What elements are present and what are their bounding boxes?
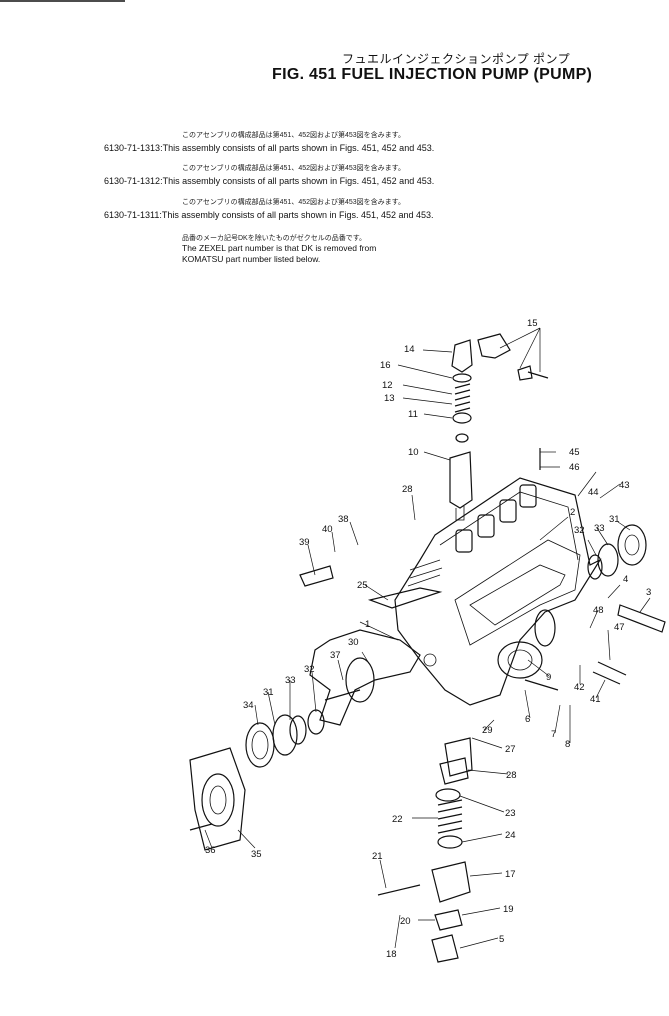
control-rack: [367, 559, 443, 609]
callout-25: 25: [357, 580, 368, 591]
zexel-note-jp: 品番のメーカ記号DKを除いたものがゼクセルの品番です。: [182, 235, 367, 242]
leader-lines: [204, 327, 651, 949]
pump-housing: [394, 477, 602, 706]
callout-33: 33: [594, 523, 605, 534]
assembly-note-jp-3: このアセンブリの構成部品は第451、452図および第453図を含みます。: [182, 199, 405, 206]
assembly-note-text-2: This assembly consists of all parts show…: [162, 176, 435, 186]
callout-12: 12: [382, 380, 393, 391]
callout-14: 14: [404, 344, 415, 355]
callout-44: 44: [588, 487, 599, 498]
assembly-note-jp-1: このアセンブリの構成部品は第451、452図および第453図を含みます。: [182, 132, 405, 139]
assembly-note-text-1: This assembly consists of all parts show…: [162, 143, 435, 153]
callout-20: 20: [400, 916, 411, 927]
callout-30: 30: [348, 637, 359, 648]
front-cover: [189, 747, 246, 851]
callout-13: 13: [384, 393, 395, 404]
callout-2: 2: [570, 507, 575, 518]
callout-1: 1: [365, 619, 370, 630]
zexel-note-line-1: The ZEXEL part number is that DK is remo…: [182, 243, 377, 253]
callout-8: 8: [565, 739, 570, 750]
callout-10: 10: [408, 447, 419, 458]
callout-4: 4: [623, 574, 628, 585]
callout-40: 40: [322, 524, 333, 535]
callout-28: 28: [402, 484, 413, 495]
callout-29: 29: [482, 725, 493, 736]
callout-37: 37: [330, 650, 341, 661]
tappet-and-spring: [431, 737, 473, 963]
assembly-note-1: 6130-71-1313:This assembly consists of a…: [104, 143, 435, 153]
callout-17: 17: [505, 869, 516, 880]
callout-32: 32: [574, 525, 585, 536]
callout-5: 5: [499, 934, 504, 945]
callout-19: 19: [503, 904, 514, 915]
callout-34: 34: [243, 700, 254, 711]
callout-31: 31: [609, 514, 620, 525]
callout-39: 39: [299, 537, 310, 548]
callout-38: 38: [338, 514, 349, 525]
assembly-part-number-1: 6130-71-1313: [104, 143, 161, 153]
callout-3: 3: [646, 587, 651, 598]
callout-41: 41: [590, 694, 601, 705]
callout-33: 33: [285, 675, 296, 686]
zexel-note-line-2: KOMATSU part number listed below.: [182, 254, 321, 264]
figure-title: FIG. 451 FUEL INJECTION PUMP (PUMP): [272, 66, 593, 83]
delivery-valve-stack: [449, 339, 473, 521]
callout-16: 16: [380, 360, 391, 371]
callout-28: 28: [506, 770, 517, 781]
assembly-note-text-3: This assembly consists of all parts show…: [161, 210, 434, 220]
callout-7: 7: [551, 729, 556, 740]
camshaft: [309, 629, 421, 726]
callout-6: 6: [525, 714, 530, 725]
callout-31: 31: [263, 687, 274, 698]
callout-9: 9: [546, 672, 551, 683]
assembly-part-number-2: 6130-71-1312: [104, 176, 161, 186]
callout-46: 46: [569, 462, 580, 473]
callout-42: 42: [574, 682, 585, 693]
callout-15: 15: [527, 318, 538, 329]
callout-36: 36: [205, 845, 216, 856]
callout-22: 22: [392, 814, 403, 825]
seals-and-bearings-right: [587, 524, 647, 580]
callout-27: 27: [505, 744, 516, 755]
callout-21: 21: [372, 851, 383, 862]
callout-43: 43: [619, 480, 630, 491]
callout-32: 32: [304, 664, 315, 675]
callout-48: 48: [593, 605, 604, 616]
callout-18: 18: [386, 949, 397, 960]
assembly-part-number-3: 6130-71-1311: [104, 210, 160, 220]
bolts: [189, 448, 666, 896]
figure-title-japanese: フュエルインジェクションポンプ ポンプ: [342, 52, 571, 66]
assembly-note-3: 6130-71-1311:This assembly consists of a…: [104, 210, 434, 220]
callout-11: 11: [408, 409, 418, 420]
callout-45: 45: [569, 447, 580, 458]
callout-24: 24: [505, 830, 516, 841]
bracket-15: [477, 333, 549, 381]
assembly-note-2: 6130-71-1312:This assembly consists of a…: [104, 176, 435, 186]
callout-23: 23: [505, 808, 516, 819]
callout-47: 47: [614, 622, 625, 633]
callout-35: 35: [251, 849, 262, 860]
assembly-note-jp-2: このアセンブリの構成部品は第451、452図および第453図を含みます。: [182, 165, 405, 172]
seals-and-bearings-left: [245, 709, 325, 768]
